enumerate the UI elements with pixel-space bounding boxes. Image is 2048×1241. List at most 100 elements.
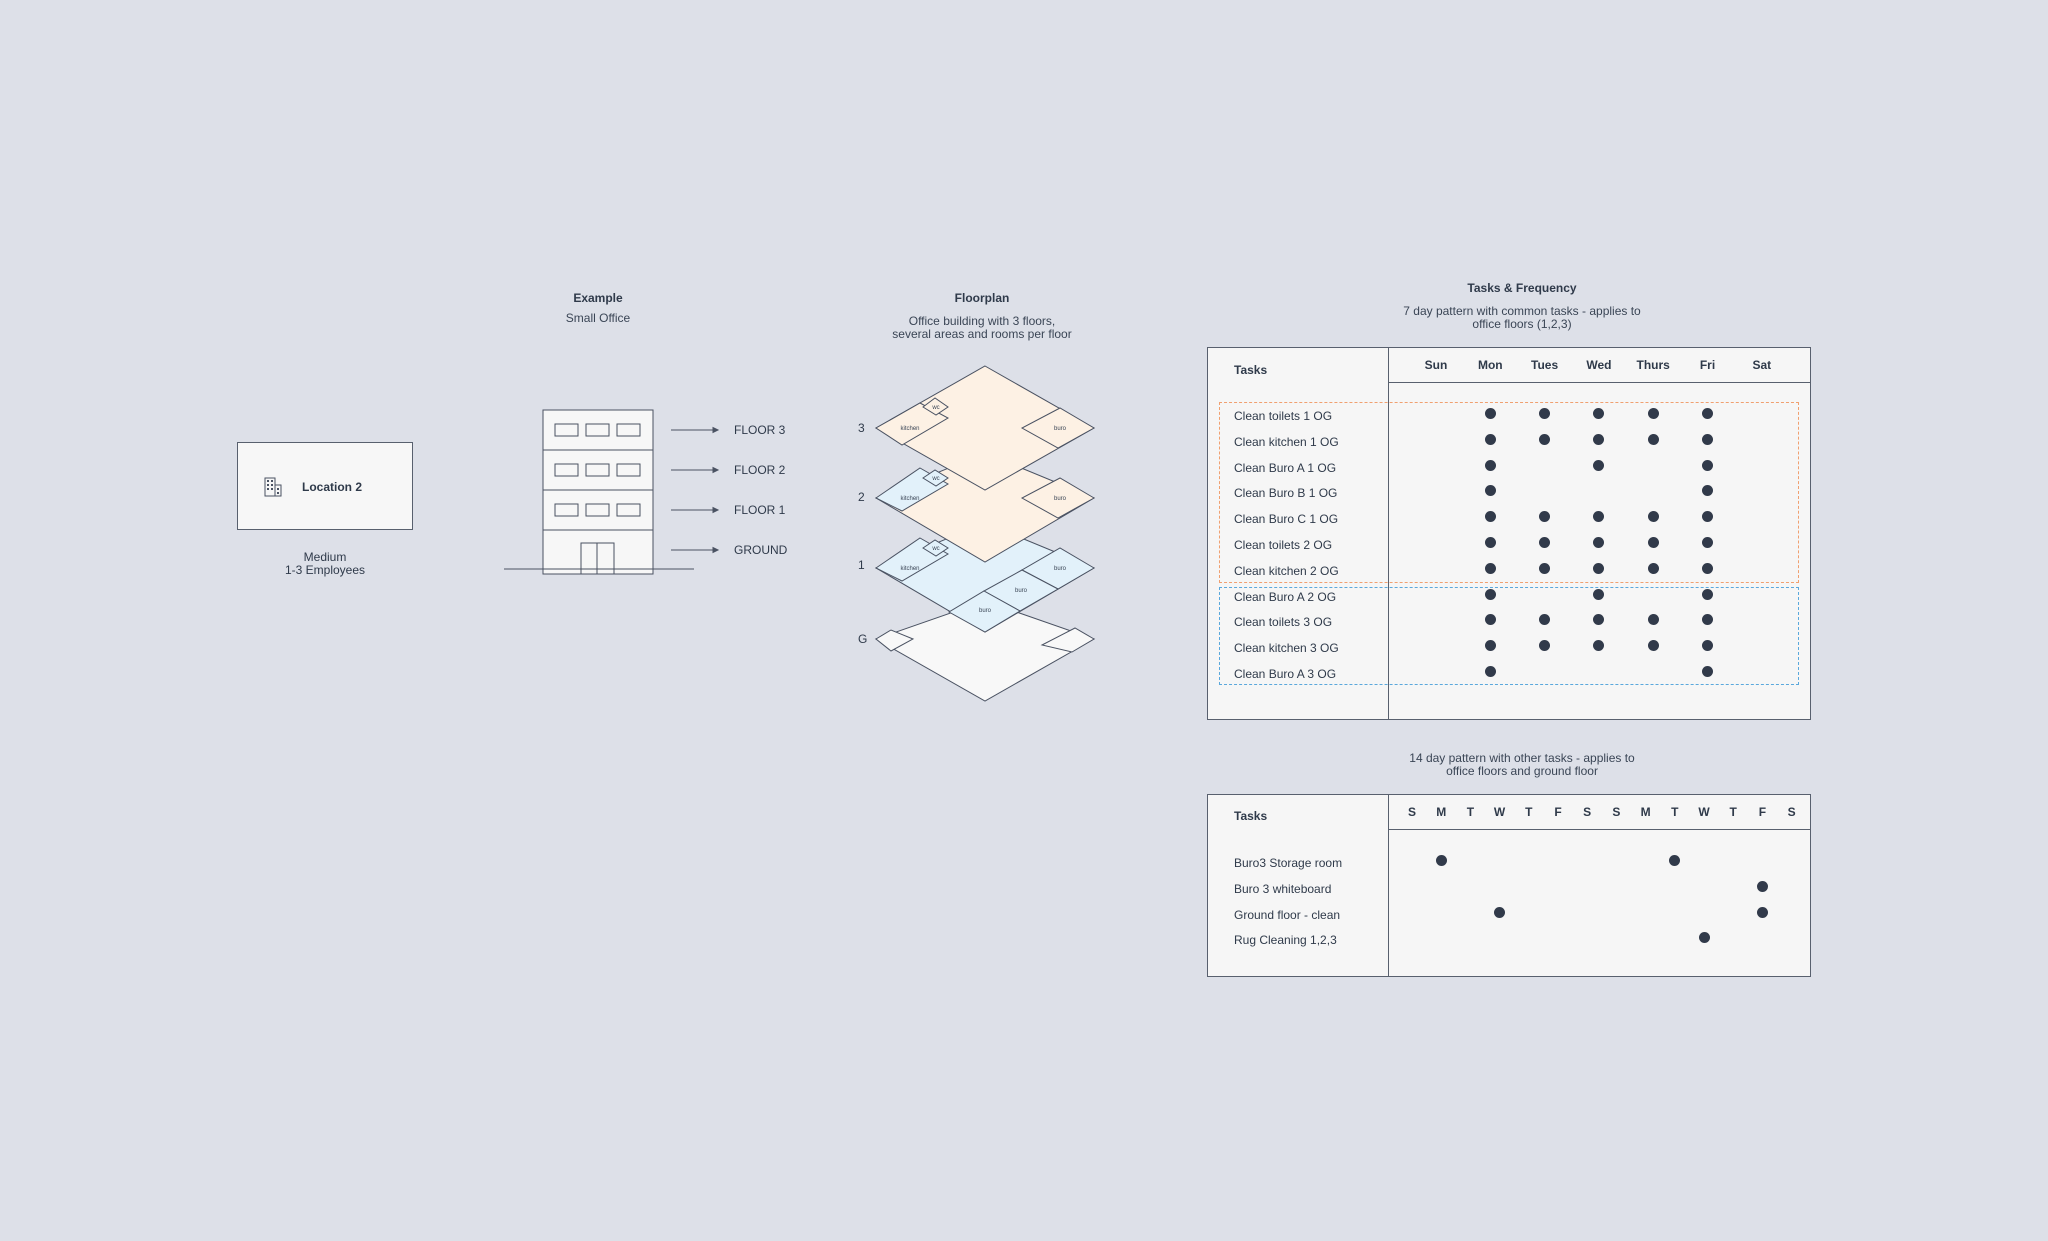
frequency-dot <box>1756 880 1768 892</box>
day-header: Sun <box>1424 358 1448 372</box>
frequency-dot <box>1647 511 1659 523</box>
frequency-dot <box>1702 511 1713 523</box>
task-row-label: Clean kitchen 2 OG <box>1234 563 1339 578</box>
tasks-frequency-title: Tasks & Frequency <box>1467 281 1577 295</box>
floorplan-subtitle: Office building with 3 floors, several a… <box>862 315 1102 341</box>
building-icon <box>264 477 282 497</box>
floorplan-subtitle-line2: several areas and rooms per floor <box>892 327 1072 341</box>
frequency-dot <box>1647 640 1659 652</box>
room-label-buro-2: buro <box>1054 496 1067 502</box>
biweekly-header-divider <box>1388 829 1810 830</box>
room-label-buro-1b: buro <box>1015 588 1028 594</box>
location-card[interactable]: Location 2 <box>237 442 413 530</box>
room-label-buro-1c: buro <box>979 608 992 614</box>
day-header: F <box>1758 805 1767 819</box>
ground-floor-plate <box>874 600 1096 702</box>
frequency-dot <box>1702 408 1713 419</box>
weekly-subtitle-line2: office floors (1,2,3) <box>1472 317 1572 331</box>
day-header: T <box>1466 805 1475 819</box>
frequency-dot <box>1484 485 1496 497</box>
floor-label-1: FLOOR 1 <box>734 503 786 517</box>
task-row-label: Clean Buro B 1 OG <box>1234 486 1338 501</box>
room-label-wc-3: wc <box>931 405 939 411</box>
frequency-dot <box>1669 855 1681 866</box>
room-label-buro-1a: buro <box>1054 566 1067 572</box>
level-label-3: 3 <box>858 421 865 435</box>
task-row-label: Clean Buro A 3 OG <box>1234 667 1337 681</box>
task-row-label: Buro3 Storage room <box>1234 856 1343 870</box>
task-row-label: Clean toilets 2 OG <box>1234 538 1333 552</box>
day-header: T <box>1525 805 1533 819</box>
frequency-dot <box>1647 537 1659 548</box>
room-label-kitchen-2: kitchen <box>900 496 919 502</box>
frequency-dot <box>1702 433 1713 445</box>
frequency-dot <box>1593 562 1605 574</box>
task-row-label: Clean kitchen 1 OG <box>1234 434 1339 449</box>
task-row-label: Rug Cleaning 1,2,3 <box>1234 933 1337 948</box>
day-header: Wed <box>1586 358 1612 372</box>
task-row-label: Clean Buro A 1 OG <box>1234 460 1337 475</box>
weekly-header-divider <box>1388 382 1810 383</box>
room-label-wc-1: wc <box>931 546 939 552</box>
frequency-dot <box>1647 562 1659 574</box>
biweekly-tasks-header: Tasks <box>1234 809 1268 823</box>
room-label-kitchen-1: kitchen <box>900 566 919 572</box>
day-header: M <box>1640 805 1651 819</box>
frequency-dot <box>1539 433 1551 445</box>
day-header: T <box>1729 805 1737 819</box>
task-row-label: Clean kitchen 3 OG <box>1234 641 1339 656</box>
frequency-dot <box>1539 614 1551 626</box>
level-label-1: 1 <box>858 558 865 572</box>
frequency-dot <box>1702 666 1713 677</box>
frequency-dot <box>1593 537 1605 548</box>
biweekly-subtitle: 14 day pattern with other tasks - applie… <box>1372 752 1672 778</box>
frequency-dot <box>1484 459 1496 471</box>
floorplan-title: Floorplan <box>954 291 1010 305</box>
day-header: Sat <box>1752 358 1772 372</box>
frequency-dot <box>1484 562 1496 574</box>
frequency-dot <box>1484 640 1496 652</box>
floor-label-2: FLOOR 2 <box>734 463 786 477</box>
biweekly-subtitle-line1: 14 day pattern with other tasks - applie… <box>1409 751 1635 765</box>
floorplan-subtitle-line1: Office building with 3 floors, <box>908 314 1056 328</box>
task-row-label: Ground floor - clean <box>1234 907 1341 922</box>
day-header: T <box>1671 805 1679 819</box>
frequency-dot <box>1593 433 1605 445</box>
day-header: W <box>1698 805 1710 819</box>
frequency-dot <box>1593 511 1605 523</box>
location-employees: 1-3 Employees <box>284 563 366 577</box>
task-row-label: Clean toilets 1 OG <box>1234 409 1333 423</box>
frequency-dot <box>1593 640 1605 652</box>
frequency-dot <box>1647 408 1659 419</box>
location-label: Location 2 <box>302 480 363 494</box>
frequency-dot <box>1539 408 1551 419</box>
location-caption: Medium 1-3 Employees <box>237 551 413 577</box>
frequency-dot <box>1593 408 1605 419</box>
room-label-buro-3: buro <box>1054 426 1067 432</box>
floor-label-ground: GROUND <box>734 543 788 557</box>
frequency-dot <box>1484 666 1496 677</box>
frequency-dot <box>1593 588 1605 600</box>
day-header: Tues <box>1531 358 1559 372</box>
day-header: M <box>1436 805 1447 819</box>
task-row-label: Clean toilets 3 OG <box>1234 615 1333 630</box>
task-row-label: Clean Buro A 2 OG <box>1234 589 1337 604</box>
day-header: Thurs <box>1636 358 1670 372</box>
task-row-label: Buro 3 whiteboard <box>1234 881 1332 896</box>
floorplan-stack: wc kitchen buro wc kitchen buro wc kitch… <box>874 365 1096 702</box>
frequency-dot <box>1647 433 1659 445</box>
example-title: Example <box>573 291 623 305</box>
frequency-dot <box>1484 537 1496 548</box>
floor-label-3: FLOOR 3 <box>734 423 786 437</box>
frequency-dot <box>1756 906 1768 918</box>
frequency-dot <box>1702 562 1713 574</box>
level-label-2: 2 <box>858 490 865 504</box>
frequency-dot <box>1702 640 1713 652</box>
frequency-dot <box>1698 932 1710 944</box>
biweekly-subtitle-line2: office floors and ground floor <box>1446 764 1598 778</box>
day-header: S <box>1583 805 1592 819</box>
frequency-dot <box>1494 906 1506 918</box>
blue-task-group <box>1219 587 1799 685</box>
frequency-dot <box>1484 588 1496 600</box>
